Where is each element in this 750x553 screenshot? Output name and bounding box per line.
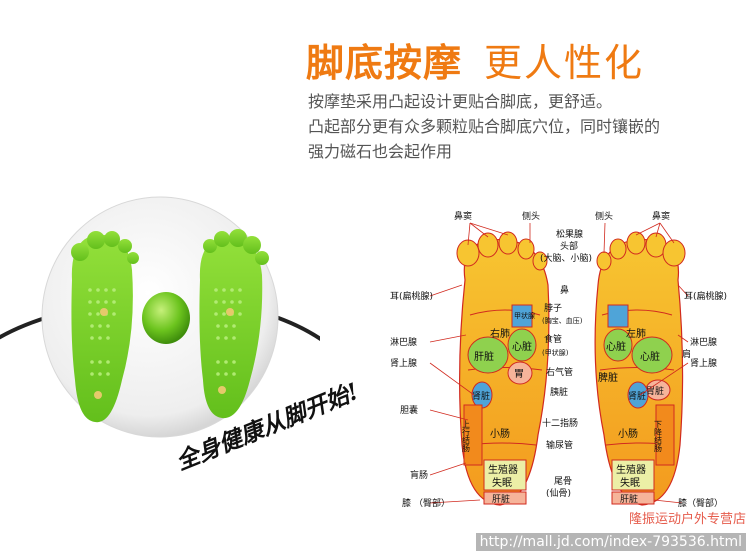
callout-lines bbox=[429, 222, 689, 504]
label-shuniao: 输尿管 bbox=[546, 439, 573, 451]
store-watermark: 隆振运动户外专营店 bbox=[628, 512, 746, 527]
label-yizang: 胰脏 bbox=[550, 386, 568, 398]
zone-ganzang3: 肝脏 bbox=[620, 493, 638, 505]
zone-xinzang2: 心脏 bbox=[606, 340, 626, 353]
label-bozi: 脖子 bbox=[544, 302, 562, 314]
label-jian: 肩 bbox=[682, 348, 691, 360]
zone-shenzang: 肾脏 bbox=[472, 390, 490, 402]
label-cetou-l: 侧头 bbox=[522, 210, 540, 222]
label-weigu: 尾骨 bbox=[554, 476, 572, 487]
zone-shangxing: 上行结肠 bbox=[462, 420, 471, 453]
source-url: http://mall.jd.com/index-793536.html bbox=[475, 533, 746, 551]
label-bidou-r: 鼻窦 bbox=[652, 210, 670, 222]
left-sole: 右肺 甲状腺 心脏 肝脏 胃 肾脏 上行结肠 小肠 生殖器 失眠 肝脏 bbox=[456, 231, 550, 506]
zone-xiajiang: 下降结肠 bbox=[654, 420, 663, 453]
zone-shenzang2: 肾脏 bbox=[628, 390, 646, 402]
label-linba-l: 淋巴腺 bbox=[390, 336, 417, 348]
zone-zuofei: 左肺 bbox=[626, 327, 646, 340]
description-line-1: 按摩垫采用凸起设计更贴合脚底，更舒适。 bbox=[308, 92, 613, 111]
label-danao: (大脑、小脑) bbox=[540, 252, 592, 264]
product-image bbox=[0, 196, 320, 438]
label-xiongxian: (胸宝、血压) bbox=[542, 316, 583, 325]
zone-youfei: 右肺 bbox=[490, 327, 510, 340]
title-accent: 更人性化 bbox=[484, 41, 645, 85]
label-zhichang: 肓肠 bbox=[410, 469, 428, 481]
right-foot-pad bbox=[199, 229, 269, 419]
page-title: 脚底按摩更人性化 bbox=[306, 38, 726, 88]
label-xi-r: 膝（臀部） bbox=[678, 497, 723, 509]
zone-shimian: 失眠 bbox=[492, 476, 512, 489]
zone-shimian2: 失眠 bbox=[620, 476, 640, 489]
description-line-2: 凸起部分更有众多颗粒贴合脚底穴位，同时镶嵌的 bbox=[308, 117, 661, 136]
label-biantao-l: 耳(扁桃腺) bbox=[390, 290, 433, 302]
zone-jiazhuang: 甲状腺 bbox=[514, 311, 535, 320]
label-shenshang-r: 肾上腺 bbox=[690, 357, 717, 369]
label-toubu: 头部 bbox=[560, 240, 578, 252]
zone-xiaochang2: 小肠 bbox=[618, 428, 638, 440]
zone-weizang: 胃脏 bbox=[646, 385, 664, 397]
label-xiangu: (仙骨) bbox=[546, 487, 571, 499]
foot-reflexology-chart: 右肺 甲状腺 心脏 肝脏 胃 肾脏 上行结肠 小肠 生殖器 失眠 肝脏 左肺 心… bbox=[390, 210, 727, 509]
label-cetou-r: 侧头 bbox=[595, 210, 613, 222]
label-bi: 鼻 bbox=[560, 284, 569, 296]
zone-xiaochang: 小肠 bbox=[490, 428, 510, 440]
label-xi: 膝 bbox=[402, 497, 411, 509]
left-foot-pad bbox=[71, 231, 139, 423]
label-songguo: 松果腺 bbox=[556, 228, 583, 240]
zone-shengzhiqi2: 生殖器 bbox=[616, 463, 646, 476]
label-shiguan: 食管 bbox=[544, 333, 562, 345]
label-jiazhuang-paren: (甲状腺) bbox=[542, 348, 569, 357]
description-line-3: 强力磁石也会起作用 bbox=[308, 142, 453, 161]
center-massage-ball bbox=[142, 292, 190, 344]
zone-xinzang-r: 心脏 bbox=[640, 350, 660, 363]
product-description: 按摩垫采用凸起设计更贴合脚底，更舒适。 凸起部分更有众多颗粒贴合脚底穴位，同时镶… bbox=[308, 89, 728, 164]
title-main: 脚底按摩 bbox=[306, 41, 463, 85]
label-tunbu: （臀部） bbox=[414, 497, 450, 509]
label-bidou-l: 鼻窦 bbox=[454, 210, 472, 222]
zone-wei: 胃 bbox=[514, 368, 524, 380]
label-shierzhichang: 十二指肠 bbox=[542, 417, 578, 429]
label-shenshang-l: 肾上腺 bbox=[390, 357, 417, 369]
zone-pizang: 脾脏 bbox=[598, 371, 618, 384]
zone-xinzang: 心脏 bbox=[512, 340, 532, 353]
zone-ganzang: 肝脏 bbox=[474, 350, 494, 363]
zone-shengzhiqi: 生殖器 bbox=[488, 463, 518, 476]
label-dannang: 胆囊 bbox=[400, 404, 418, 416]
zone-ganzang2: 肝脏 bbox=[492, 493, 510, 505]
label-biantao-r: 耳(扁桃腺) bbox=[684, 290, 727, 302]
label-linba-r: 淋巴腺 bbox=[690, 336, 717, 348]
label-youqiguan: 右气管 bbox=[546, 366, 573, 378]
right-sole: 左肺 心脏 心脏 脾脏 肾脏 胃脏 下降结肠 小肠 生殖器 失眠 肝脏 bbox=[594, 231, 686, 506]
